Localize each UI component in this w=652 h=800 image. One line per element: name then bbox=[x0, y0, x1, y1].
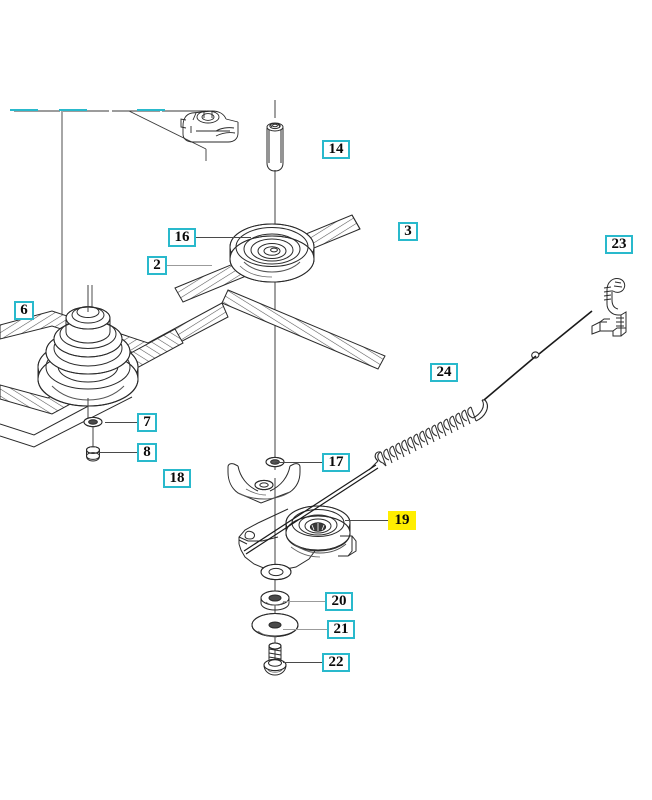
callout-16[interactable]: 16 bbox=[168, 228, 196, 247]
callout-20[interactable]: 20 bbox=[325, 592, 353, 611]
callout-partial[interactable] bbox=[10, 99, 38, 111]
leader-line-l-21 bbox=[283, 629, 327, 630]
part-14-spacer-sleeve bbox=[266, 122, 284, 172]
leader-line-l-19 bbox=[345, 520, 388, 521]
callout-3[interactable]: 3 bbox=[398, 222, 418, 241]
leader-line-l-22 bbox=[283, 662, 322, 663]
part-8-bolt bbox=[86, 446, 100, 462]
part-7-washer bbox=[83, 416, 103, 448]
callout-2[interactable]: 2 bbox=[147, 256, 167, 275]
callout-partial[interactable] bbox=[137, 99, 165, 111]
part-21-large-washer bbox=[251, 613, 299, 638]
leader-line-l-8 bbox=[98, 452, 137, 453]
leader-line-l-2 bbox=[167, 265, 212, 266]
callout-18[interactable]: 18 bbox=[163, 469, 191, 488]
callout-24[interactable]: 24 bbox=[430, 363, 458, 382]
callout-22[interactable]: 22 bbox=[322, 653, 350, 672]
leader-line-l-7 bbox=[105, 422, 137, 423]
upper-left-frame-lines bbox=[14, 110, 207, 353]
part-23-cable-end-fitting bbox=[591, 278, 627, 337]
leader-line-l-17 bbox=[275, 462, 322, 463]
callout-17[interactable]: 17 bbox=[322, 453, 350, 472]
leader-line-l-20 bbox=[283, 601, 325, 602]
callout-19[interactable]: 19 bbox=[388, 511, 416, 530]
part-6-left-spindle-assembly bbox=[37, 285, 139, 422]
part-16-center-pulley bbox=[229, 223, 315, 283]
spring-link-rod bbox=[243, 464, 379, 555]
callout-partial[interactable] bbox=[59, 99, 87, 111]
callout-6[interactable]: 6 bbox=[14, 301, 34, 320]
callout-8[interactable]: 8 bbox=[137, 443, 157, 462]
part-24-extension-spring-rod bbox=[368, 310, 593, 471]
callout-23[interactable]: 23 bbox=[605, 235, 633, 254]
part-19-idler-pulley bbox=[285, 505, 357, 558]
callout-14[interactable]: 14 bbox=[322, 140, 350, 159]
upper-bracket-part bbox=[180, 110, 239, 143]
leader-line-l-16 bbox=[196, 237, 251, 238]
part-17-washer bbox=[265, 456, 285, 468]
part-20-small-washer bbox=[260, 590, 290, 611]
part-18-tensioner-clip bbox=[227, 463, 301, 504]
callout-21[interactable]: 21 bbox=[327, 620, 355, 639]
part-18-bracket-plate bbox=[238, 508, 320, 581]
part-22-flange-bolt bbox=[263, 642, 287, 676]
callout-7[interactable]: 7 bbox=[137, 413, 157, 432]
